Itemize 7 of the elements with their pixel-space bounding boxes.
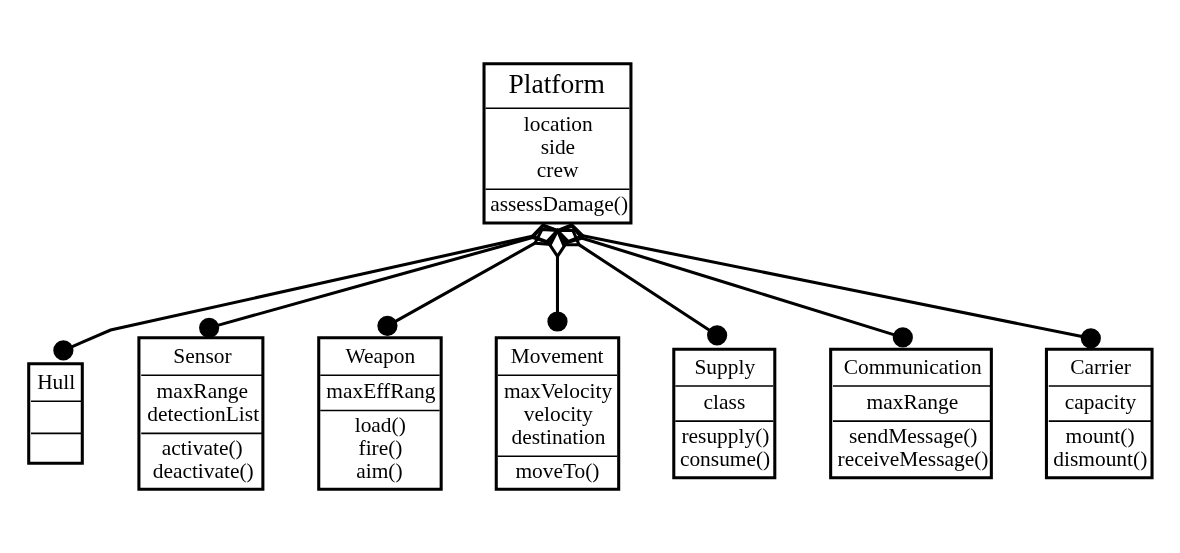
connector	[377, 227, 560, 336]
connector	[554, 222, 1101, 349]
connector	[547, 227, 568, 332]
connector	[53, 223, 561, 361]
connector	[554, 224, 913, 348]
connector	[555, 228, 728, 346]
connector	[199, 224, 561, 338]
